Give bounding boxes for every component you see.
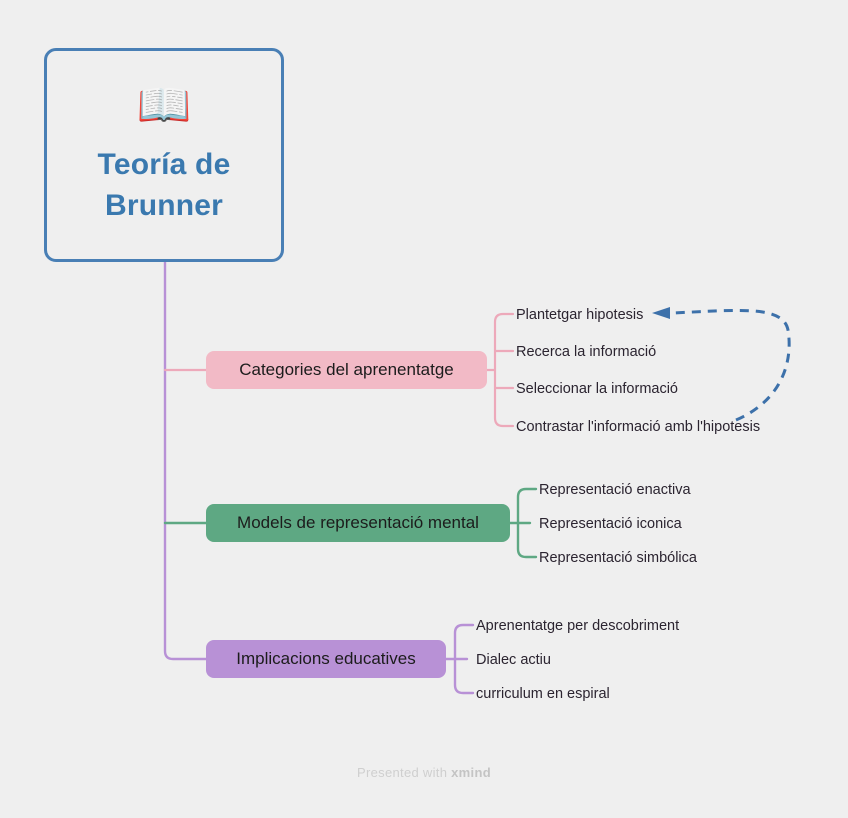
leaf-bracket-implications	[444, 623, 475, 695]
leaf-label: Plantetgar hipotesis	[516, 307, 644, 323]
leaf-label: Representació simbólica	[539, 550, 697, 566]
leaf-label: Representació iconica	[539, 516, 682, 532]
root-title-line-2: Brunner	[104, 189, 224, 222]
topic-label: Models de representació mental	[237, 513, 479, 532]
root-node[interactable]: 📖 Teoría de Brunner	[44, 48, 284, 262]
open-book-icon: 📖	[136, 80, 192, 130]
footer-prefix: Presented with	[357, 765, 452, 780]
trunk-line	[163, 260, 208, 661]
leaf-plantetgar-hipotesis[interactable]: Plantetgar hipotesis	[516, 308, 643, 323]
leaf-bracket-models	[508, 487, 538, 559]
leaf-label: curriculum en espiral	[476, 686, 610, 702]
leaf-label: Contrastar l'informació amb l'hipotesis	[516, 419, 761, 435]
feedback-loop-arrow-path	[671, 309, 791, 422]
leaf-dialec-actiu[interactable]: Dialec actiu	[476, 653, 551, 668]
root-title: Teoría de Brunner	[98, 144, 231, 227]
leaf-label: Representació enactiva	[539, 482, 691, 498]
topic-label: Implicacions educatives	[236, 649, 416, 668]
leaf-representacio-iconica[interactable]: Representació iconica	[539, 517, 682, 532]
leaf-label: Dialec actiu	[476, 652, 551, 668]
leaf-contrastar-informacio-amb-hipotesis[interactable]: Contrastar l'informació amb l'hipotesis	[516, 420, 760, 435]
leaf-seleccionar-la-informacio[interactable]: Seleccionar la informació	[516, 382, 678, 397]
topic-categories-del-aprenentatge[interactable]: Categories del aprenentatge	[206, 351, 487, 389]
topic-label: Categories del aprenentatge	[239, 360, 454, 379]
leaf-bracket-categories	[485, 312, 515, 428]
leaf-representacio-enactiva[interactable]: Representació enactiva	[539, 483, 691, 498]
leaf-label: Aprenentatge per descobriment	[476, 618, 680, 634]
root-title-line-1: Teoría de	[97, 147, 231, 181]
footer-brand: xmind	[451, 765, 491, 780]
leaf-aprenentatge-per-descobriment[interactable]: Aprenentatge per descobriment	[476, 619, 679, 634]
leaf-label: Recerca la informació	[516, 344, 657, 360]
footer-credit: Presented with xmind	[0, 765, 848, 780]
leaf-recerca-la-informacio[interactable]: Recerca la informació	[516, 345, 656, 360]
leaf-curriculum-en-espiral[interactable]: curriculum en espiral	[476, 687, 610, 702]
leaf-representacio-simbolica[interactable]: Representació simbólica	[539, 551, 697, 566]
feedback-loop-arrowhead	[652, 307, 670, 319]
topic-implicacions-educatives[interactable]: Implicacions educatives	[206, 640, 446, 678]
leaf-label: Seleccionar la informació	[516, 381, 678, 397]
topic-models-de-representacio-mental[interactable]: Models de representació mental	[206, 504, 510, 542]
